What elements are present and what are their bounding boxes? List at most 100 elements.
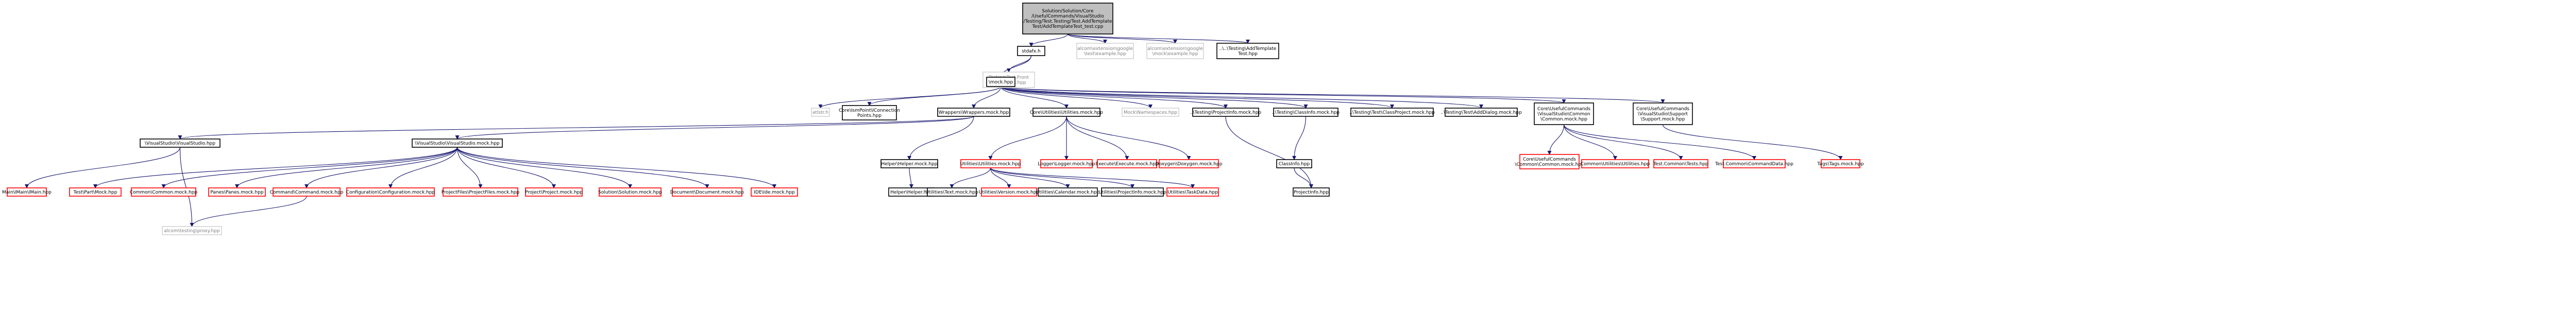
graph-node-logger[interactable]: Logger\Logger.mock.hpp [1038,159,1095,168]
node-label: Doxygen\Doxygen.mock.hpp [1156,162,1223,167]
node-label: Mock\Namespaces.hpp [1124,110,1177,115]
graph-node-execute[interactable]: Execute\Execute.mock.hpp [1095,159,1159,168]
graph-node-wrappers[interactable]: Wrappers\Wrappers.mock.hpp [937,108,1010,117]
graph-node-vshpp[interactable]: \VisualStudio\VisualStudio.hpp [140,138,221,148]
node-label: Logger\Logger.mock.hpp [1038,162,1095,167]
node-label: alcom\extension\google [1147,46,1203,51]
edge-mock-to-adddlg [1000,86,1483,109]
edge-ucommon-to-cmddata [1563,124,1756,160]
graph-node-panes[interactable]: Panes\Panes.mock.hpp [208,187,266,197]
edge-mock-to-ucommon [1000,86,1566,103]
node-label: Points.hpp [857,113,882,118]
graph-node-doxygen[interactable]: Doxygen\Doxygen.mock.hpp [1156,159,1223,168]
graph-node-addtpl[interactable]: ..\..\Testing\AddTemplateTest.hpp [1216,43,1279,59]
graph-node-utilversion[interactable]: Utilities\Version.mock.hpp [979,187,1040,197]
edge-utilmock-to-utilversion [990,167,1011,188]
node-label: Solution/Solution/Core [1042,9,1094,14]
node-label: \VisualStudio\Support [1638,112,1688,117]
graph-node-documentmock[interactable]: Document\Document.mock.hpp [670,187,744,197]
node-label: Helper\Helper.mock.hpp [881,162,937,167]
node-label: Test/AddTemplateTest_test.cpp [1032,24,1104,29]
graph-node-atlstr[interactable]: atlstr.h [811,108,830,117]
edge-mock-to-atlstr [818,86,1002,109]
node-box [1122,108,1179,117]
graph-node-classproj[interactable]: ..\Testing\Test\ClassProject.mock.hpp [1349,108,1435,117]
graph-node-solutionmock[interactable]: Solution\Solution.mock.hpp [598,187,662,197]
node-box [208,187,266,197]
edge-vshpp-to-mainsvc [25,147,181,188]
graph-node-projectmock[interactable]: Project\Project.mock.hpp [525,187,583,197]
graph-node-tags[interactable]: Tags\Tags.mock.hpp [1817,159,1864,168]
node-label: Project\Project.mock.hpp [525,190,583,195]
node-box [751,187,798,197]
edge-vshpp-to-proxy [179,147,194,227]
node-label: ..\Testing\Test\ClassProject.mock.hpp [1349,110,1435,115]
graph-node-commandmock[interactable]: Command\Command.mock.hpp [270,187,344,197]
graph-node-utiltext[interactable]: Utilities\Text.mock.hpp [925,187,978,197]
graph-node-mainsvc[interactable]: Main\IMain\IMain.hpp [2,187,52,197]
graph-node-cmnutil[interactable]: Common\Utilities\Utilities.hpp [1581,159,1650,168]
graph-node-commonmock[interactable]: Common\Common.mock.hpp [130,187,198,197]
node-label: ..\Testing\ClassInfo.mock.hpp [1272,110,1340,115]
graph-node-testpart[interactable]: Test\Part\Mock.hpp [69,187,122,197]
node-box [1653,159,1708,168]
graph-node-ucommon[interactable]: Core\UsefulCommands\VisualStudio\Common\… [1534,102,1594,125]
edge-wrappers-to-helpermock [907,116,974,160]
node-label: \mock\example.hpp [1152,51,1198,57]
node-box [140,138,221,148]
node-label: alcom\extension\google [1077,46,1133,51]
node-box [937,108,1010,117]
edge-root-to-addtpl [1067,33,1250,44]
graph-node-stdafx[interactable]: stdafx.h [1017,46,1045,56]
graph-node-idemock[interactable]: IDE\Ide.mock.hpp [751,187,798,197]
edge-ucommon-to-testcommon [1563,124,1683,160]
node-label: ..\Testing\ProjectInfo.mock.hpp [1190,110,1262,115]
graph-node-gmock[interactable]: alcom\extension\google\mock\example.hpp [1146,43,1204,59]
node-label: Main\IMain\IMain.hpp [2,190,52,195]
node-label: Core\Utilities\Utilities.mock.hpp [1030,110,1103,115]
edge-mock-to-connpt [867,86,1002,106]
graph-node-utilcal[interactable]: Utilities\Calendar.mock.hpp [1036,187,1100,197]
edge-mock-to-classinfo [1000,86,1308,109]
node-label: Helper\Helper.hpp [890,190,933,195]
node-label: Solution\Solution.mock.hpp [598,190,662,195]
graph-node-proxy[interactable]: alcom\testing\proxy.hpp [162,226,222,235]
graph-node-projinfohpp[interactable]: ProjectInfo.hpp [1293,187,1330,197]
graph-node-root[interactable]: Solution/Solution/Core/UsefulCommands/Vi… [1022,3,1113,34]
node-label: Wrappers\Wrappers.mock.hpp [939,110,1009,115]
graph-node-testcommon[interactable]: Test.Common\Tests.hpp [1653,159,1708,168]
graph-node-projfiles[interactable]: ProjectFiles\ProjectFiles.mock.hpp [442,187,520,197]
node-box [1159,159,1219,168]
node-box [811,108,830,117]
graph-node-usupport[interactable]: Core\UsefulCommands\VisualStudio\Support… [1633,102,1693,125]
edge-vsmock-to-commonmock [161,147,458,188]
node-box [1166,187,1219,197]
graph-node-utiltask[interactable]: Utilities\TaskData.hpp [1166,187,1219,197]
node-box [525,187,583,197]
node-label: /UsefulCommands/VisualStudio [1031,14,1104,19]
graph-node-utilproj[interactable]: Utilities\ProjectInfo.mock.hpp [1098,187,1166,197]
graph-node-classinfo[interactable]: ..\Testing\ClassInfo.mock.hpp [1272,108,1340,117]
graph-node-vsmock[interactable]: \VisualStudio\VisualStudio.mock.hpp [412,138,503,148]
node-box [1032,108,1100,117]
node-label: \Common.mock.hpp [1540,117,1587,122]
graph-node-cmncommon[interactable]: Core\UsefulCommands\Common\Common.mock.h… [1515,154,1584,169]
node-label: Common\Common.mock.hpp [130,190,198,195]
graph-node-adddlg[interactable]: ..\Testing\Test\AddDialog.mock.hpp [1440,108,1522,117]
node-box [1350,108,1434,117]
graph-node-mock[interactable]: \mock.hpp [986,77,1015,87]
edge-utilmock-to-utiltext [950,167,991,188]
graph-node-mocknames[interactable]: Mock\Namespaces.hpp [1122,108,1179,117]
graph-node-utilmock[interactable]: Utilities\Utilities.mock.hpp [960,159,1021,168]
graph-node-helpermock[interactable]: Helper\Helper.mock.hpp [880,159,938,168]
graph-node-cmddata[interactable]: Test.Common\CommandData.hpp [1715,159,1793,168]
graph-node-coreutil[interactable]: Core\Utilities\Utilities.mock.hpp [1030,108,1103,117]
graph-node-gtest[interactable]: alcom\extension\google\test\example.hpp [1076,43,1134,59]
node-label: Configuration\Configuration.mock.hpp [346,190,435,195]
graph-node-classinfohpp[interactable]: ClassInfo.hpp [1276,159,1312,168]
graph-node-projinfo[interactable]: ..\Testing\ProjectInfo.mock.hpp [1190,108,1262,117]
graph-node-configmock[interactable]: Configuration\Configuration.mock.hpp [346,187,435,197]
edge-usupport-to-tags [1662,124,1843,160]
